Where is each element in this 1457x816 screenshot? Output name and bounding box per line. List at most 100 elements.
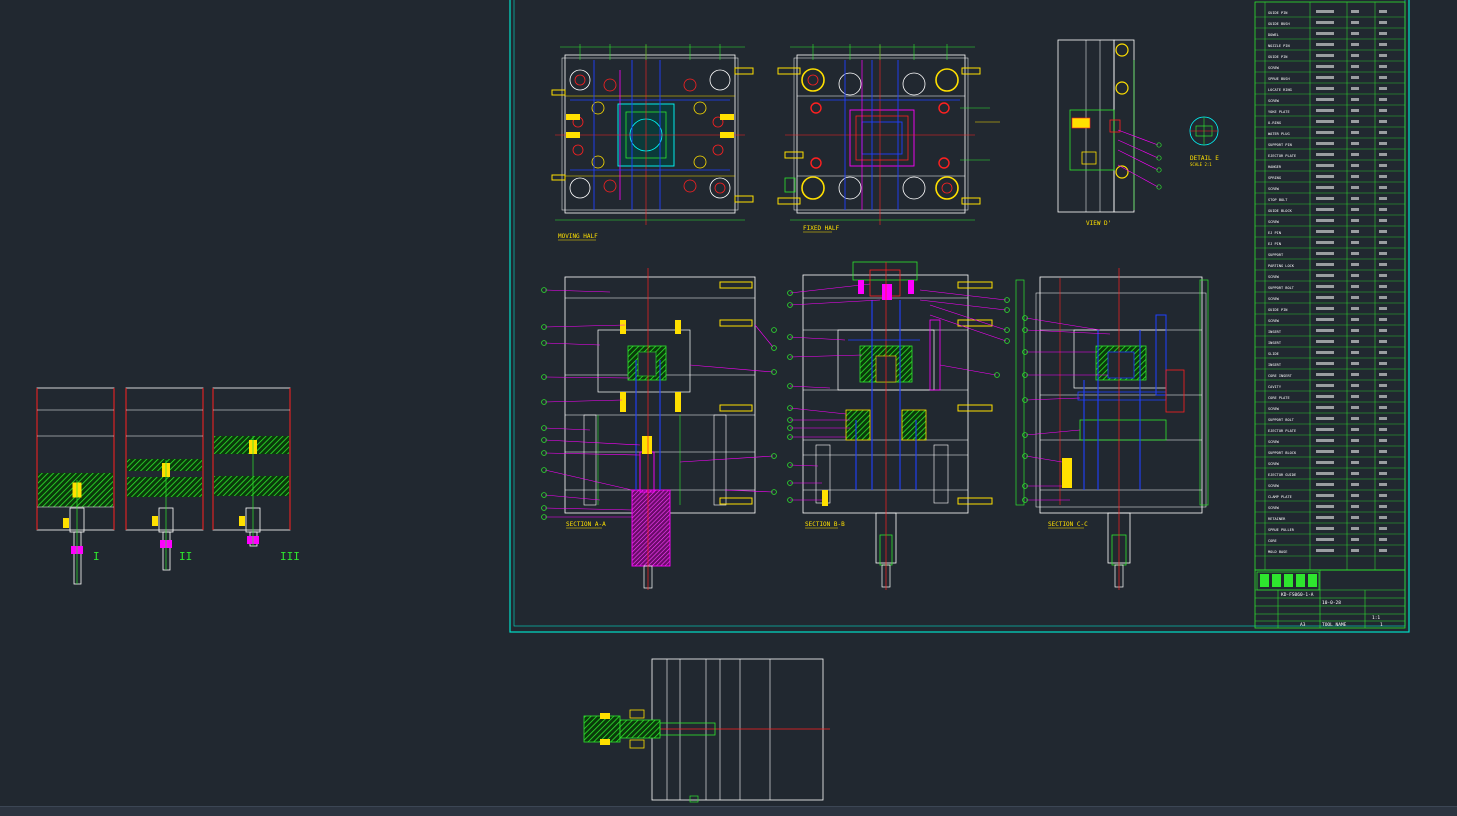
bom-cell-mark <box>1379 494 1387 497</box>
bom-row-description: SCREW <box>1268 220 1280 224</box>
bom-cell-mark <box>1316 87 1334 90</box>
bom-cell-mark <box>1316 505 1334 508</box>
bom-cell-mark <box>1316 428 1334 431</box>
drawing-sheet: 1 <box>1380 622 1383 628</box>
bom-cell-mark <box>1379 98 1387 101</box>
moving-half-label: MOVING HALF <box>558 233 598 240</box>
bom-cell-mark <box>1351 450 1359 453</box>
bom-cell-mark <box>1379 120 1387 123</box>
bom-cell-mark <box>1316 549 1334 552</box>
bom-cell-mark <box>1351 384 1359 387</box>
bom-row-description: SPRUE BUSH <box>1268 77 1290 81</box>
bom-cell-mark <box>1379 164 1387 167</box>
bom-cell-mark <box>1351 472 1359 475</box>
detail-e: DETAIL E SCALE 2:1 <box>1189 116 1219 167</box>
bom-cell-mark <box>1379 395 1387 398</box>
bom-cell-mark <box>1379 219 1387 222</box>
bom-cell-mark <box>1316 219 1334 222</box>
bom-row-description: SPRING <box>1268 176 1281 180</box>
bom-cell-mark <box>1351 527 1359 530</box>
bom-row-description: SPRUE PULLER <box>1268 528 1295 532</box>
fixed-half-label: FIXED HALF <box>803 225 840 232</box>
bom-cell-mark <box>1379 549 1387 552</box>
detail-e-scale: SCALE 2:1 <box>1190 162 1212 167</box>
bom-cell-mark <box>1351 428 1359 431</box>
bom-cell-mark <box>1379 186 1387 189</box>
bom-cell-mark <box>1316 120 1334 123</box>
bom-cell-mark <box>1316 186 1334 189</box>
bom-row-description: WATER PLUG <box>1268 132 1290 136</box>
bom-cell-mark <box>1351 120 1359 123</box>
bom-row-description: CORE INSERT <box>1268 374 1293 378</box>
bom-cell-mark <box>1379 241 1387 244</box>
bom-cell-mark <box>1351 175 1359 178</box>
section-a-a-label: SECTION A-A <box>566 521 606 528</box>
bom-cell-mark <box>1316 516 1334 519</box>
bom-cell-mark <box>1351 494 1359 497</box>
bom-cell-mark <box>1316 131 1334 134</box>
bom-cell-mark <box>1379 65 1387 68</box>
bom-cell-mark <box>1316 241 1334 244</box>
detail-e-label: DETAIL E <box>1190 155 1219 162</box>
bom-row-description: SCREW <box>1268 99 1280 103</box>
drawing-size: A3 <box>1300 622 1306 628</box>
command-line-bar[interactable] <box>0 806 1457 816</box>
bom-row-description: EJECTOR GUIDE <box>1268 473 1296 477</box>
bom-row-description: RETAINER <box>1268 517 1286 521</box>
bom-cell-mark <box>1379 318 1387 321</box>
bom-cell-mark <box>1351 98 1359 101</box>
bom-row-description: EJECTOR PLATE <box>1268 429 1296 433</box>
bom-cell-mark <box>1351 340 1359 343</box>
bom-cell-mark <box>1379 461 1387 464</box>
bom-cell-mark <box>1316 153 1334 156</box>
bom-cell-mark <box>1379 307 1387 310</box>
bom-cell-mark <box>1351 208 1359 211</box>
bom-cell-mark <box>1351 43 1359 46</box>
bom-cell-mark <box>1351 406 1359 409</box>
bom-row-description: CORE <box>1268 539 1277 543</box>
bom-row-description: SCREW <box>1268 275 1280 279</box>
bom-cell-mark <box>1316 252 1334 255</box>
bom-cell-mark <box>1379 32 1387 35</box>
bom-cell-mark <box>1351 54 1359 57</box>
bom-cell-mark <box>1316 54 1334 57</box>
bom-cell-mark <box>1351 109 1359 112</box>
stage-label-2: II <box>179 550 192 563</box>
bom-cell-mark <box>1351 439 1359 442</box>
bom-row-description: SUPPORT BLOCK <box>1268 451 1297 455</box>
bom-row-description: SUPPORT PIN <box>1268 143 1292 147</box>
bom-cell-mark <box>1351 549 1359 552</box>
bom-cell-mark <box>1379 285 1387 288</box>
bom-row-description: GUIDE BUSH <box>1268 22 1290 26</box>
bom-cell-mark <box>1351 197 1359 200</box>
bom-cell-mark <box>1379 351 1387 354</box>
bom-cell-mark <box>1351 274 1359 277</box>
bom-cell-mark <box>1351 307 1359 310</box>
bom-cell-mark <box>1379 505 1387 508</box>
bom-row-description: CLAMP PLATE <box>1268 495 1292 499</box>
bom-row-description: SUPPORT BOLT <box>1268 418 1295 422</box>
bom-cell-mark <box>1351 230 1359 233</box>
bom-row-description: SCREW <box>1268 66 1280 70</box>
bom-cell-mark <box>1351 164 1359 167</box>
bom-cell-mark <box>1316 208 1334 211</box>
stage-2-sketch <box>125 387 204 571</box>
bom-cell-mark <box>1351 417 1359 420</box>
bom-row-description: GUIDE PIN <box>1268 11 1287 15</box>
bom-cell-mark <box>1379 296 1387 299</box>
bom-cell-mark <box>1379 76 1387 79</box>
bom-cell-mark <box>1351 21 1359 24</box>
bom-cell-mark <box>1351 318 1359 321</box>
bom-cell-mark <box>1351 461 1359 464</box>
bom-row-description: LOCATE RING <box>1268 88 1292 92</box>
bom-cell-mark <box>1379 527 1387 530</box>
bom-cell-mark <box>1379 384 1387 387</box>
bom-cell-mark <box>1379 54 1387 57</box>
drawing-scale: 1:1 <box>1372 615 1380 621</box>
bom-row-description: MOLD BASE <box>1268 550 1287 554</box>
bom-cell-mark <box>1351 538 1359 541</box>
bom-row-description: YOKE PLATE <box>1268 110 1290 114</box>
